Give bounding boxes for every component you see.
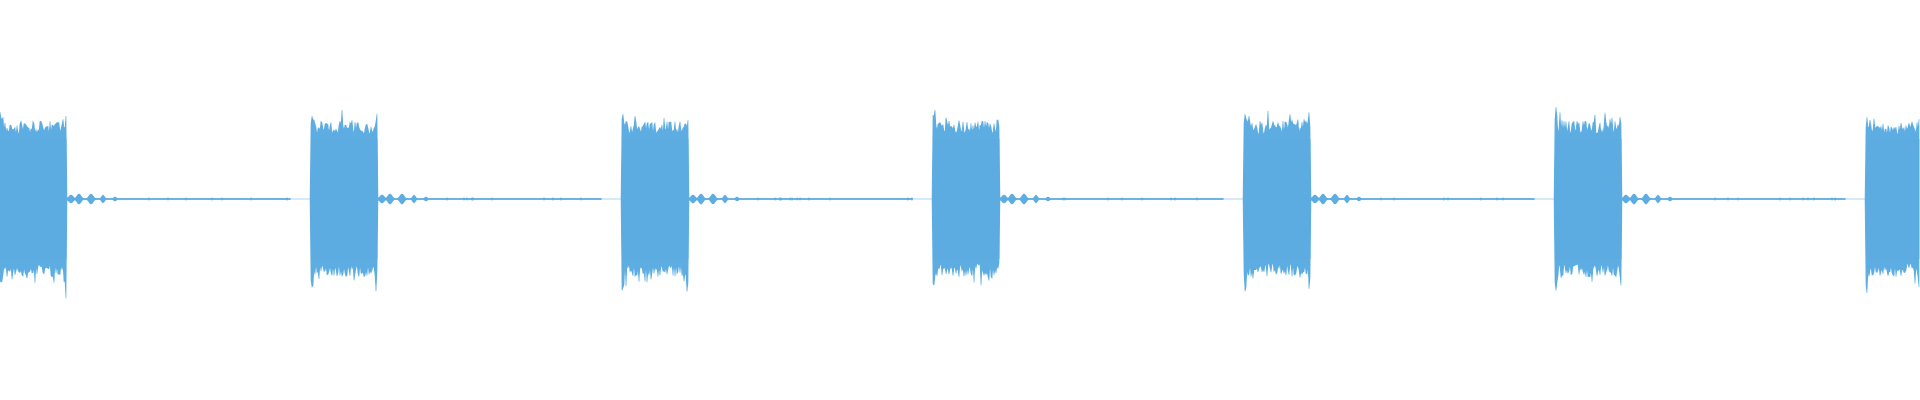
waveform-path [0, 107, 1920, 299]
waveform-burst [1555, 139, 1622, 259]
waveform-group [0, 107, 1920, 299]
waveform-burst [1244, 139, 1311, 259]
waveform-burst [0, 139, 67, 259]
waveform-burst [622, 139, 689, 259]
waveform-burst [311, 139, 378, 259]
waveform-burst [933, 139, 1000, 259]
waveform-burst [1866, 139, 1920, 259]
